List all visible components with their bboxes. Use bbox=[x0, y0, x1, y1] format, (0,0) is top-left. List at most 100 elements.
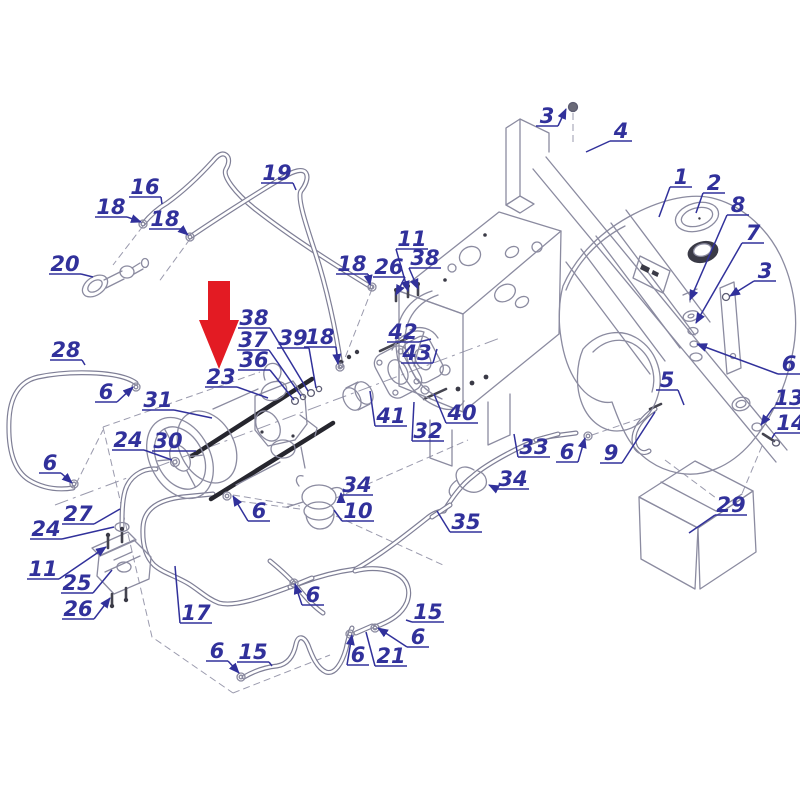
tank-ribs bbox=[565, 209, 711, 375]
svg-text:15: 15 bbox=[238, 640, 267, 664]
part-label-15: 15 bbox=[237, 640, 273, 667]
part-label-25: 25 bbox=[61, 569, 113, 595]
svg-text:24: 24 bbox=[31, 517, 60, 541]
part-label-32: 32 bbox=[411, 401, 444, 443]
part-label-38: 38 bbox=[238, 306, 309, 392]
svg-text:34: 34 bbox=[342, 473, 371, 497]
part-label-6: 6 bbox=[39, 451, 73, 484]
svg-text:30: 30 bbox=[153, 429, 182, 453]
part-label-40: 40 bbox=[433, 393, 478, 425]
svg-text:7: 7 bbox=[746, 221, 761, 245]
tank-arch-pocket-5 bbox=[576, 331, 661, 432]
svg-text:31: 31 bbox=[143, 388, 172, 412]
part-label-11: 11 bbox=[395, 227, 428, 292]
svg-text:3: 3 bbox=[758, 259, 773, 283]
pipe-28 bbox=[6, 370, 139, 492]
svg-text:6: 6 bbox=[782, 352, 797, 376]
pipe-17 bbox=[140, 491, 359, 607]
air-filter-carburetor bbox=[146, 335, 412, 502]
tank-hose-9 bbox=[631, 402, 663, 456]
gasket-43 bbox=[404, 294, 443, 400]
part-label-24: 24 bbox=[112, 428, 173, 461]
gaskets-orings-36-39 bbox=[290, 385, 323, 406]
part-label-24: 24 bbox=[30, 517, 115, 541]
part-label-2: 2 bbox=[695, 171, 725, 214]
part-label-6: 6 bbox=[293, 583, 324, 607]
svg-text:6: 6 bbox=[351, 643, 366, 667]
part-label-42: 42 bbox=[387, 320, 432, 344]
part-label-4: 4 bbox=[585, 119, 632, 153]
svg-text:27: 27 bbox=[63, 502, 93, 526]
part-label-9: 9 bbox=[600, 411, 656, 465]
part-label-18: 18 bbox=[304, 325, 342, 365]
svg-text:14: 14 bbox=[776, 411, 800, 435]
part-label-6: 6 bbox=[377, 625, 429, 649]
air-filter-housing bbox=[146, 416, 214, 500]
part-label-6: 6 bbox=[345, 634, 369, 667]
svg-text:4: 4 bbox=[613, 119, 629, 143]
svg-text:38: 38 bbox=[410, 246, 439, 270]
svg-text:23: 23 bbox=[206, 365, 235, 389]
svg-text:26: 26 bbox=[63, 597, 92, 621]
part-label-36: 36 bbox=[238, 348, 295, 401]
svg-text:6: 6 bbox=[99, 380, 114, 404]
highlight-arrow bbox=[199, 281, 239, 369]
svg-text:13: 13 bbox=[774, 386, 800, 410]
clamp-6 bbox=[236, 672, 246, 682]
insulator-spacers bbox=[342, 381, 374, 411]
fuel-cap-2 bbox=[674, 201, 720, 233]
svg-text:33: 33 bbox=[519, 435, 548, 459]
part-label-35: 35 bbox=[436, 510, 482, 534]
svg-text:34: 34 bbox=[498, 467, 527, 491]
part-label-6: 6 bbox=[696, 343, 800, 376]
fuel-tank bbox=[505, 101, 797, 475]
svg-text:39: 39 bbox=[278, 326, 307, 350]
clamp-18 bbox=[185, 232, 195, 242]
part-label-37: 37 bbox=[237, 328, 302, 397]
clamp-6 bbox=[583, 431, 593, 441]
part-label-27: 27 bbox=[62, 502, 121, 526]
tank-plug bbox=[731, 396, 751, 412]
svg-text:6: 6 bbox=[210, 639, 225, 663]
part-label-6: 6 bbox=[556, 437, 587, 464]
nut-24 bbox=[169, 456, 181, 468]
svg-text:28: 28 bbox=[51, 338, 80, 362]
svg-text:2: 2 bbox=[707, 171, 722, 195]
clamp-6 bbox=[222, 491, 232, 501]
long-bolt bbox=[208, 420, 336, 502]
svg-text:21: 21 bbox=[376, 644, 405, 668]
svg-text:6: 6 bbox=[252, 499, 267, 523]
svg-text:36: 36 bbox=[239, 348, 268, 372]
part-label-18: 18 bbox=[336, 252, 373, 286]
cover-box-29 bbox=[638, 460, 757, 590]
tank-sticker bbox=[632, 255, 671, 294]
part-label-23: 23 bbox=[205, 365, 269, 399]
pipe-16 bbox=[140, 151, 374, 290]
svg-text:19: 19 bbox=[262, 161, 291, 185]
svg-text:9: 9 bbox=[604, 441, 619, 465]
clamp-6 bbox=[69, 479, 79, 489]
part-label-3: 3 bbox=[729, 259, 776, 297]
part-labels: 1618181920341287361314596333435294032414… bbox=[27, 104, 800, 674]
pipe-27 bbox=[119, 466, 159, 530]
clamp-18 bbox=[138, 219, 148, 229]
part-label-33: 33 bbox=[513, 433, 550, 459]
part-label-20: 20 bbox=[49, 252, 94, 278]
svg-text:40: 40 bbox=[446, 401, 476, 425]
svg-text:1: 1 bbox=[674, 165, 689, 189]
part-label-39: 39 bbox=[277, 326, 317, 389]
part-label-28: 28 bbox=[50, 338, 86, 366]
svg-text:6: 6 bbox=[306, 583, 321, 607]
svg-text:26: 26 bbox=[374, 255, 403, 279]
svg-text:11: 11 bbox=[28, 557, 57, 581]
part-label-19: 19 bbox=[261, 161, 297, 191]
part-label-13: 13 bbox=[760, 386, 800, 426]
fuel-pipes bbox=[6, 151, 663, 680]
part-label-31: 31 bbox=[142, 388, 213, 419]
svg-text:17: 17 bbox=[181, 601, 211, 625]
part-label-18: 18 bbox=[149, 207, 189, 236]
part-label-30: 30 bbox=[152, 429, 196, 453]
part-label-6: 6 bbox=[95, 380, 134, 404]
clip-34 bbox=[448, 466, 488, 497]
part-label-34: 34 bbox=[336, 473, 373, 503]
